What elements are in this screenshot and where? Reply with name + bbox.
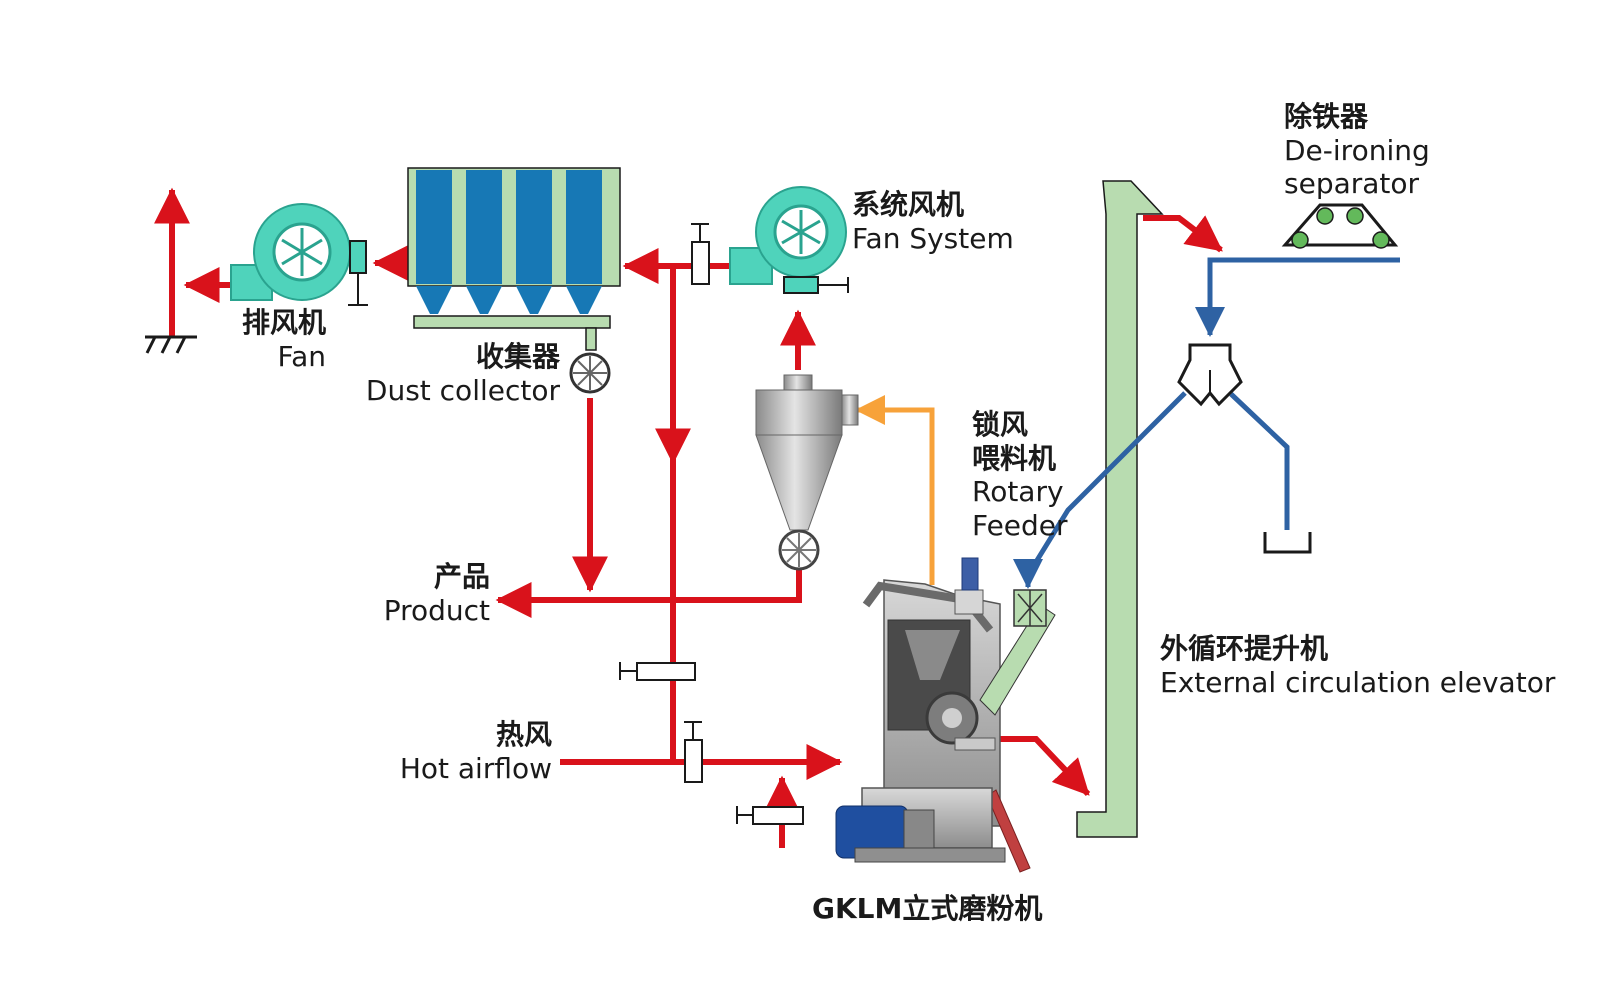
elevator-label: 外循环提升机 External circulation elevator bbox=[1160, 632, 1555, 699]
vertical-mill-graphic bbox=[835, 557, 1056, 873]
deironing-separator-graphic bbox=[1281, 203, 1399, 249]
cyclone-graphic bbox=[755, 374, 859, 571]
mill-label: GKLM立式磨粉机 bbox=[812, 892, 1042, 926]
fan-label-cn: 排风机 bbox=[241, 306, 326, 339]
elevator-label-cn: 外循环提升机 bbox=[1160, 632, 1329, 665]
dust-collector-label-cn: 收集器 bbox=[475, 340, 560, 373]
fan-system-label-cn: 系统风机 bbox=[852, 188, 965, 221]
hot-airflow-label: 热风 Hot airflow bbox=[390, 718, 552, 785]
fan-system-label: 系统风机 Fan System bbox=[852, 188, 1014, 255]
deironing-label-en2: separator bbox=[1284, 167, 1420, 201]
material-flow-lines bbox=[1013, 257, 1400, 590]
diverter-graphic bbox=[1177, 343, 1243, 407]
elevator-label-en: External circulation elevator bbox=[1160, 665, 1556, 699]
exhaust-fan-graphic bbox=[230, 203, 368, 306]
deironing-label-cn: 除铁器 bbox=[1284, 100, 1369, 133]
fan-label: 排风机 Fan bbox=[226, 306, 326, 373]
ground-symbol bbox=[145, 335, 197, 354]
product-label-cn: 产品 bbox=[433, 560, 490, 593]
rotary-feeder-label-en2: Feeder bbox=[972, 508, 1068, 542]
product-label-en: Product bbox=[383, 593, 490, 627]
valve-lower bbox=[736, 806, 804, 825]
collection-bin-graphic bbox=[1263, 532, 1312, 554]
dust-collector-graphic bbox=[407, 167, 621, 394]
fan-label-en: Fan bbox=[277, 339, 326, 373]
valve-middle bbox=[619, 662, 696, 681]
product-label: 产品 Product bbox=[370, 560, 490, 627]
valve-top bbox=[691, 223, 710, 285]
system-fan-graphic bbox=[729, 186, 849, 294]
elevator-graphic bbox=[1076, 180, 1164, 838]
rotary-feeder-label-cn2: 喂料机 bbox=[972, 441, 1057, 475]
valves bbox=[619, 223, 804, 825]
valve-hot-air bbox=[684, 721, 703, 783]
rotary-feeder-label-cn1: 锁风 bbox=[972, 408, 1029, 441]
rotary-feeder-label: 锁风 喂料机 Rotary Feeder bbox=[972, 408, 1068, 542]
return-flow-line bbox=[854, 395, 935, 585]
hot-airflow-label-cn: 热风 bbox=[495, 718, 552, 751]
dust-collector-label: 收集器 Dust collector bbox=[350, 340, 560, 407]
rotary-feeder-label-en1: Rotary bbox=[972, 475, 1064, 509]
deironing-label-en1: De-ironing bbox=[1284, 133, 1430, 167]
hot-airflow-label-en: Hot airflow bbox=[399, 751, 552, 785]
rotary-feeder-graphic bbox=[1013, 589, 1047, 627]
dust-collector-label-en: Dust collector bbox=[365, 373, 560, 407]
deironing-label: 除铁器 De-ironing separator bbox=[1284, 100, 1430, 201]
fan-system-label-en: Fan System bbox=[852, 221, 1014, 255]
mill-label-name: GKLM立式磨粉机 bbox=[812, 892, 1043, 925]
